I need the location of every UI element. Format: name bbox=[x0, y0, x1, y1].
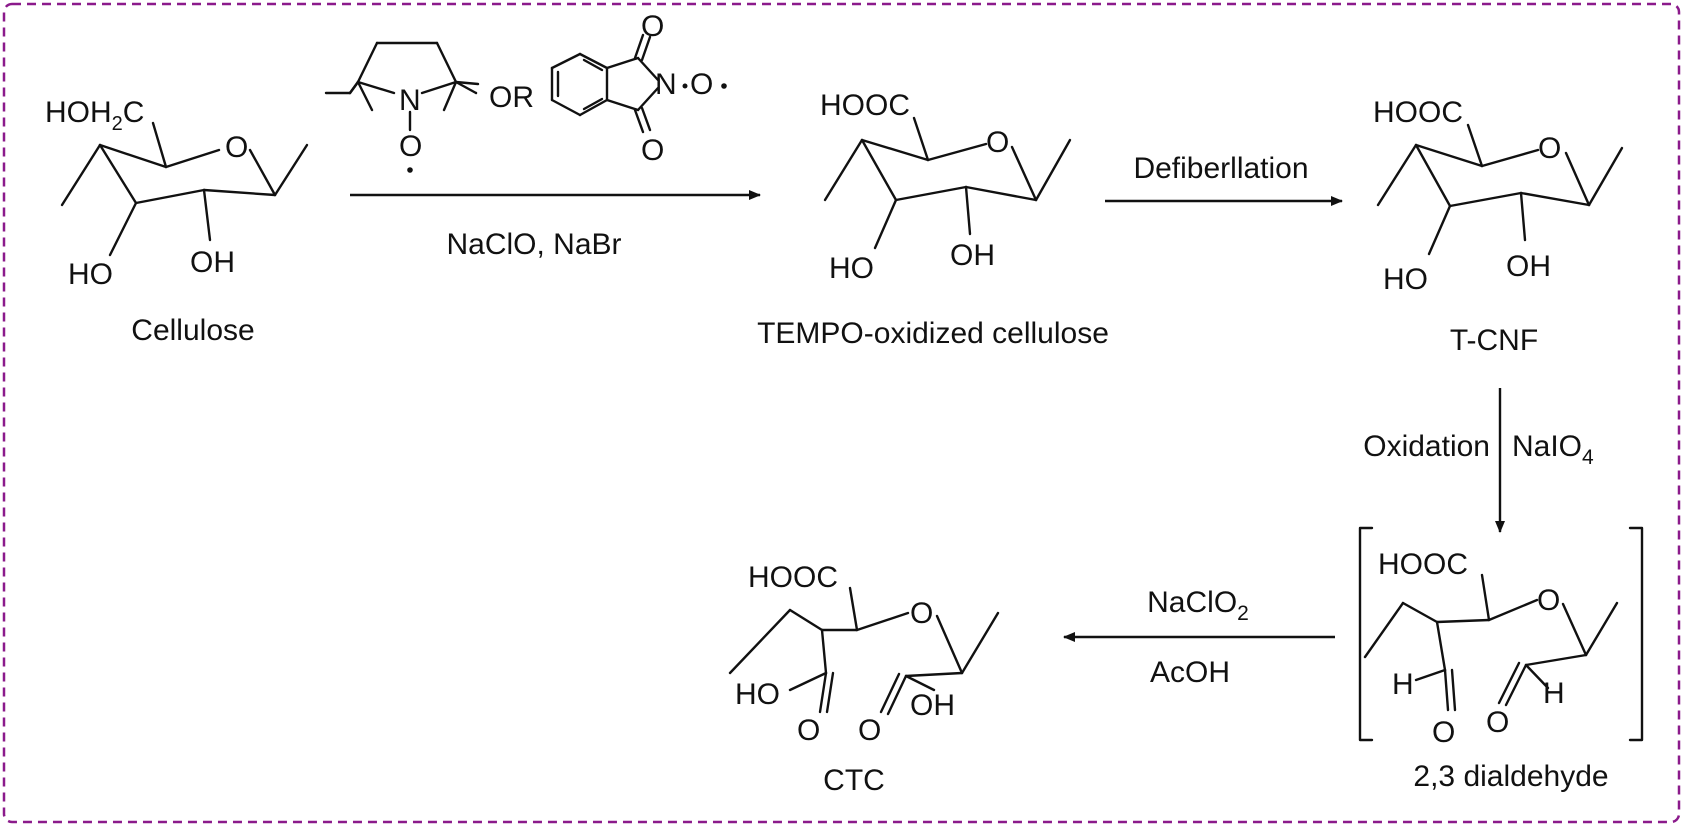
ctc-o-left: O bbox=[797, 714, 820, 747]
ctc-acid: HOOC bbox=[748, 561, 838, 594]
tcnf-acid: HOOC bbox=[1373, 96, 1463, 129]
tcnf-ring-o: O bbox=[1538, 132, 1561, 165]
tempo-cellulose-label: TEMPO-oxidized cellulose bbox=[757, 317, 1109, 350]
dialdehyde-acid: HOOC bbox=[1378, 548, 1468, 581]
tcnf-structure: HOOC O HO OH bbox=[1373, 96, 1624, 296]
nhpi-o-top: O bbox=[641, 10, 664, 43]
ctc-oh-right: OH bbox=[910, 689, 955, 722]
step1-conditions: NaClO, NaBr bbox=[446, 228, 621, 261]
cellulose-ch2oh-sub: 2 bbox=[112, 113, 123, 135]
cellulose-structure: HOH2C O HO OH bbox=[45, 96, 309, 291]
nhpi-o-radical: O bbox=[690, 68, 713, 101]
cellulose-oh-left: HO bbox=[68, 258, 113, 291]
svg-text:NaClO2: NaClO2 bbox=[1147, 586, 1249, 625]
dialdehyde-h-left: H bbox=[1392, 668, 1414, 701]
cellulose-ch2oh-a: HOH bbox=[45, 96, 112, 129]
ctc-structure: HOOC O HO O O OH bbox=[728, 561, 1000, 747]
cellulose-label: Cellulose bbox=[131, 314, 254, 347]
nhpi-o-bottom: O bbox=[641, 134, 664, 167]
nhpi-reagent-structure: O N O O bbox=[550, 10, 727, 167]
tempo-or-text: OR bbox=[489, 81, 534, 114]
ctc-label: CTC bbox=[823, 764, 885, 797]
svg-text:NaIO4: NaIO4 bbox=[1512, 430, 1594, 469]
dialdehyde-structure: HOOC O H O O H bbox=[1358, 526, 1644, 749]
tempo-radical-dot bbox=[407, 167, 413, 173]
nhpi-n: N bbox=[655, 68, 677, 101]
ctc-o-right: O bbox=[858, 714, 881, 747]
tcnf-oh-left: HO bbox=[1383, 263, 1428, 296]
tempo-cellulose-oh-left: HO bbox=[829, 252, 874, 285]
step3-right-sub: 4 bbox=[1582, 446, 1594, 469]
step3-left-label: Oxidation bbox=[1363, 430, 1490, 463]
tempo-cellulose-acid: HOOC bbox=[820, 89, 910, 122]
svg-text:HOH2C: HOH2C bbox=[45, 96, 144, 135]
cellulose-ring-o: O bbox=[225, 131, 248, 164]
step3-right-main: NaIO bbox=[1512, 430, 1582, 463]
tempo-cellulose-ring-o: O bbox=[986, 126, 1009, 159]
tempo-cellulose-oh-right: OH bbox=[950, 239, 995, 272]
tcnf-label: T-CNF bbox=[1450, 324, 1538, 357]
tempo-o: O bbox=[399, 130, 422, 163]
step2-label: Defiberllation bbox=[1133, 152, 1308, 185]
step4-top-sub: 2 bbox=[1237, 602, 1249, 625]
step4-top-main: NaClO bbox=[1147, 586, 1237, 619]
step4-bottom-label: AcOH bbox=[1150, 656, 1230, 689]
dialdehyde-label: 2,3 dialdehyde bbox=[1413, 760, 1608, 793]
ctc-ring-o: O bbox=[910, 597, 933, 630]
tempo-cellulose-structure: HOOC O HO OH bbox=[820, 89, 1072, 285]
tempo-n: N bbox=[399, 84, 421, 117]
cellulose-ch2oh-b: C bbox=[123, 96, 145, 129]
tempo-reagent-structure: N O bbox=[324, 41, 480, 173]
dialdehyde-ring-o: O bbox=[1537, 584, 1560, 617]
dialdehyde-o-left: O bbox=[1432, 716, 1455, 749]
ctc-oh-left: HO bbox=[735, 678, 780, 711]
dialdehyde-h-right: H bbox=[1543, 677, 1565, 710]
nhpi-radical-dot bbox=[721, 83, 727, 89]
tcnf-oh-right: OH bbox=[1506, 250, 1551, 283]
cellulose-oh-right: OH bbox=[190, 246, 235, 279]
dialdehyde-o-right: O bbox=[1486, 706, 1509, 739]
nhpi-bond-dot bbox=[682, 83, 688, 89]
